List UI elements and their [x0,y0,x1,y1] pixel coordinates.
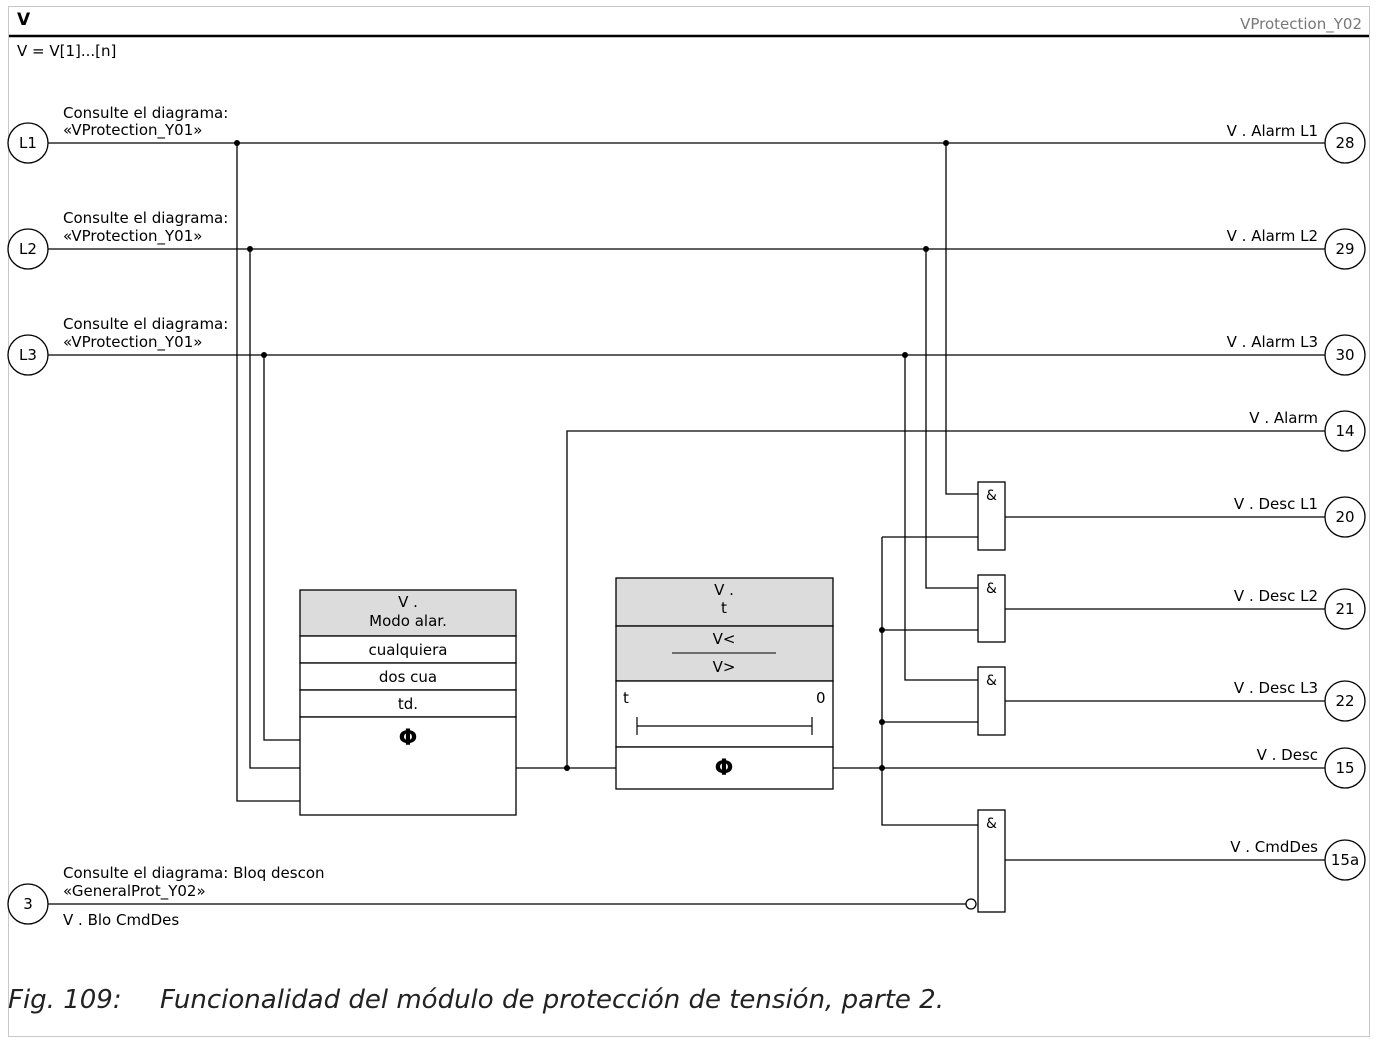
output-29: 29 V . Alarm L2 [1227,227,1366,270]
output-15-label: V . Desc [1257,746,1318,764]
wires [48,142,1325,905]
output-30-label: V . Alarm L3 [1227,333,1318,351]
svg-text:L1: L1 [19,134,37,152]
timer-zero-label: 0 [816,689,826,707]
input-blocking-ref: «GeneralProt_Y02» [63,882,206,901]
svg-text:L2: L2 [19,240,37,258]
timer-block: V . t V< V> t 0 Φ [615,577,834,790]
input-l2: L2 Consulte el diagrama: «VProtection_Y0… [7,209,228,270]
output-28: 28 V . Alarm L1 [1227,122,1366,164]
output-15: 15 V . Desc [1257,746,1366,789]
input-blocking: 3 Consulte el diagrama: Bloq descon «Gen… [7,864,325,929]
svg-text:15: 15 [1335,759,1354,777]
alarm-mode-phi: Φ [399,726,418,751]
diagram-reference: VProtection_Y02 [1240,15,1362,34]
svg-text:3: 3 [23,895,33,913]
input-blocking-label: Consulte el diagrama: Bloq descon [63,864,325,882]
svg-text:&: & [986,673,997,689]
input-blocking-signal: V . Blo CmdDes [63,911,179,929]
svg-text:15a: 15a [1331,851,1359,869]
alarm-mode-block: V . Modo alar. cualquiera dos cua td. Φ [299,589,517,816]
and-gate-trip-command: & [965,809,1006,913]
svg-text:21: 21 [1335,600,1354,618]
input-l2-label: Consulte el diagrama: [63,209,228,227]
diagram-subtitle: V = V[1]...[n] [17,42,116,60]
output-30: 30 V . Alarm L3 [1227,333,1366,376]
output-29-label: V . Alarm L2 [1227,227,1318,245]
svg-text:&: & [986,488,997,504]
output-22-label: V . Desc L3 [1234,679,1318,697]
output-14-label: V . Alarm [1249,409,1318,427]
output-20-label: V . Desc L1 [1234,495,1318,513]
alarm-mode-option-all: td. [398,695,418,713]
output-21: 21 V . Desc L2 [1234,587,1366,630]
output-14: 14 V . Alarm [1249,409,1366,452]
and-gate-l1: & [977,481,1006,551]
timer-v-low: V< [713,630,736,648]
alarm-mode-option-any: cualquiera [369,641,448,659]
timer-title-1: V . [714,581,734,599]
output-28-label: V . Alarm L1 [1227,122,1318,140]
input-l3-label: Consulte el diagrama: [63,315,228,333]
alarm-mode-option-two: dos cua [379,668,437,686]
output-21-label: V . Desc L2 [1234,587,1318,605]
diagram-title: V [17,10,31,30]
input-l1-ref: «VProtection_Y01» [63,121,202,140]
input-l3: L3 Consulte el diagrama: «VProtection_Y0… [7,315,228,376]
figure-caption: Funcionalidad del módulo de protección d… [160,985,944,1015]
svg-text:&: & [986,581,997,597]
inverter-bubble [965,898,977,910]
input-l1-label: Consulte el diagrama: [63,104,228,122]
alarm-mode-title-1: V . [398,593,418,611]
svg-text:&: & [986,816,997,832]
svg-text:14: 14 [1335,422,1354,440]
svg-text:30: 30 [1335,346,1354,364]
svg-text:29: 29 [1335,240,1354,258]
timer-phi: Φ [715,756,734,781]
svg-text:20: 20 [1335,508,1354,526]
and-gate-l3: & [977,666,1006,736]
svg-text:22: 22 [1335,692,1354,710]
output-15a-label: V . CmdDes [1230,838,1318,856]
figure-number: Fig. 109: [8,985,122,1015]
timer-v-high: V> [713,658,736,676]
junction-dots [234,140,949,771]
alarm-mode-title-2: Modo alar. [369,612,447,630]
svg-text:L3: L3 [19,346,37,364]
output-22: 22 V . Desc L3 [1234,679,1366,722]
page-frame [8,6,1370,1037]
and-gate-l2: & [977,574,1006,643]
svg-text:28: 28 [1335,134,1354,152]
output-15a: 15a V . CmdDes [1230,838,1366,881]
timer-title-2: t [721,599,727,617]
timer-t-label: t [623,689,629,707]
output-20: 20 V . Desc L1 [1234,495,1366,538]
input-l2-ref: «VProtection_Y01» [63,227,202,246]
input-l1: L1 Consulte el diagrama: «VProtection_Y0… [7,104,228,164]
input-l3-ref: «VProtection_Y01» [63,333,202,352]
